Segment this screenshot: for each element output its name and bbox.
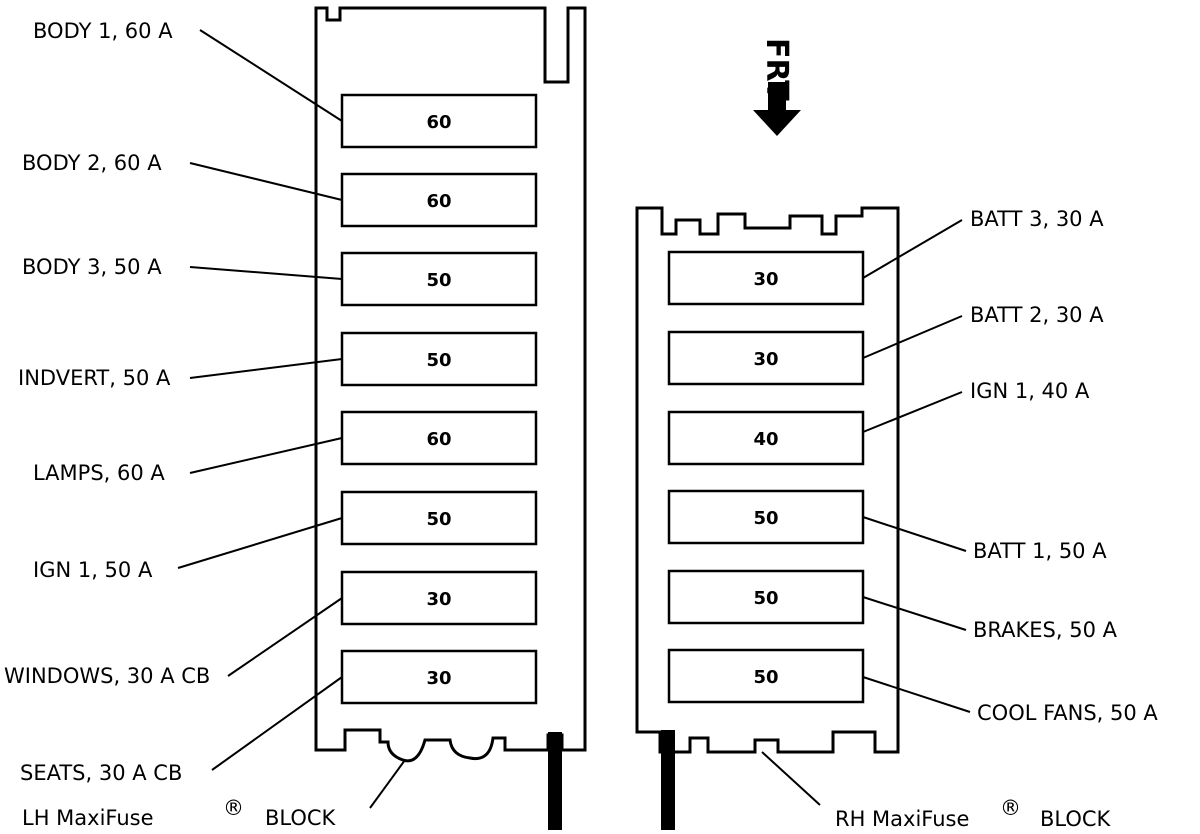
lh-fuse-body	[340, 93, 538, 149]
lh-block-housing	[314, 6, 587, 763]
rh-fuse-rating: 30	[753, 269, 778, 290]
rh-fuse-body	[667, 648, 865, 704]
lh-fuse-label: INDVERT, 50 A	[18, 366, 171, 390]
lh-fuse-7: 30	[340, 570, 538, 626]
lh-fuse-leader-line	[199, 29, 343, 122]
lh-fuse-label: IGN 1, 50 A	[33, 558, 153, 582]
lh-fuse-leader-line	[177, 517, 343, 569]
lh-fuse-leader-line	[227, 597, 343, 677]
lh-fuse-body	[340, 410, 538, 466]
lh-fuse-rating: 50	[426, 270, 451, 291]
rh-fuse-leader-line	[862, 596, 967, 631]
rh-fuse-body	[667, 410, 865, 466]
front-direction-arrow: FRT	[753, 38, 801, 136]
lh-block-name: LH MaxiFuse ® BLOCK	[22, 759, 406, 830]
lh-fuse-leader-line	[189, 162, 343, 201]
lh-terminal-bar	[548, 732, 562, 830]
lh-block-name-suffix: BLOCK	[265, 806, 337, 830]
rh-fuse-body	[667, 569, 865, 625]
rh-fuse-1: 30	[667, 250, 865, 306]
lh-fuse-body	[340, 490, 538, 546]
rh-fuse-label: BATT 2, 30 A	[970, 303, 1104, 327]
lh-fuse-body	[340, 570, 538, 626]
rh-fuse-5: 50	[667, 569, 865, 625]
lh-fuse-3: 50	[340, 251, 538, 307]
rh-fuse-leader-line	[862, 676, 971, 713]
lh-fuse-rating: 30	[426, 668, 451, 689]
rh-fuse-rating: 50	[753, 588, 778, 609]
rh-fuse-6: 50	[667, 648, 865, 704]
rh-fuse-4: 50	[667, 489, 865, 545]
rh-block-name: RH MaxiFuse ® BLOCK	[761, 751, 1112, 831]
rh-fuse-leader-line	[862, 315, 963, 359]
lh-fuse-rating: 60	[426, 191, 451, 212]
lh-fuse-8: 30	[340, 649, 538, 705]
lh-fuse-body	[340, 251, 538, 307]
rh-fuse-leader-line	[862, 391, 963, 433]
lh-fuse-4: 50	[340, 331, 538, 387]
rh-fuse-2: 30	[667, 330, 865, 386]
rh-fuse-label: IGN 1, 40 A	[970, 379, 1090, 403]
rh-fuse-label: BATT 1, 50 A	[973, 539, 1107, 563]
rh-block-name-prefix: RH MaxiFuse	[835, 807, 969, 831]
rh-block-housing	[635, 206, 900, 754]
rh-fuse-3: 40	[667, 410, 865, 466]
down-arrow-icon	[753, 82, 801, 136]
lh-fuse-1: 60	[340, 93, 538, 149]
lh-fuse-rating: 60	[426, 112, 451, 133]
rh-registered-mark: ®	[1000, 796, 1021, 820]
lh-fuse-label: SEATS, 30 A CB	[20, 761, 182, 785]
lh-fuse-rating: 50	[426, 509, 451, 530]
lh-fuse-rating: 60	[426, 429, 451, 450]
lh-fuse-leader-line	[189, 358, 343, 379]
lh-block-name-prefix: LH MaxiFuse	[22, 806, 154, 830]
lh-fuse-label: BODY 2, 60 A	[22, 151, 162, 175]
rh-fuse-rating: 40	[753, 429, 778, 450]
lh-fuse-6: 50	[340, 490, 538, 546]
lh-fuse-label: BODY 1, 60 A	[33, 19, 173, 43]
lh-block-leader	[369, 759, 406, 809]
rh-fuse-label: COOL FANS, 50 A	[977, 701, 1158, 725]
lh-fuse-body	[340, 331, 538, 387]
rh-fuse-label: BATT 3, 30 A	[970, 207, 1104, 231]
lh-fuse-rating: 30	[426, 589, 451, 610]
lh-fuse-label: LAMPS, 60 A	[33, 461, 165, 485]
rh-fuse-leader-line	[862, 219, 963, 279]
lh-fuse-2: 60	[340, 172, 538, 228]
rh-fuse-rating: 50	[753, 667, 778, 688]
rh-block-name-suffix: BLOCK	[1040, 807, 1112, 831]
rh-fuse-label: BRAKES, 50 A	[973, 618, 1118, 642]
rh-block-leader	[761, 751, 821, 806]
lh-fuse-leader-line	[211, 676, 343, 771]
lh-fuse-label: WINDOWS, 30 A CB	[4, 664, 210, 688]
lh-fuse-label: BODY 3, 50 A	[22, 255, 162, 279]
rh-fuse-body	[667, 250, 865, 306]
lh-fuse-rating: 50	[426, 350, 451, 371]
lh-fuse-body	[340, 649, 538, 705]
lh-fuse-leader-line	[189, 266, 343, 280]
rh-terminal-bar	[661, 730, 675, 830]
rh-fuse-leader-line	[862, 516, 967, 552]
lh-registered-mark: ®	[223, 796, 244, 820]
lh-fuse-5: 60	[340, 410, 538, 466]
rh-fuse-rating: 50	[753, 508, 778, 529]
lh-fuse-leader-line	[189, 437, 343, 474]
rh-fuse-rating: 30	[753, 349, 778, 370]
